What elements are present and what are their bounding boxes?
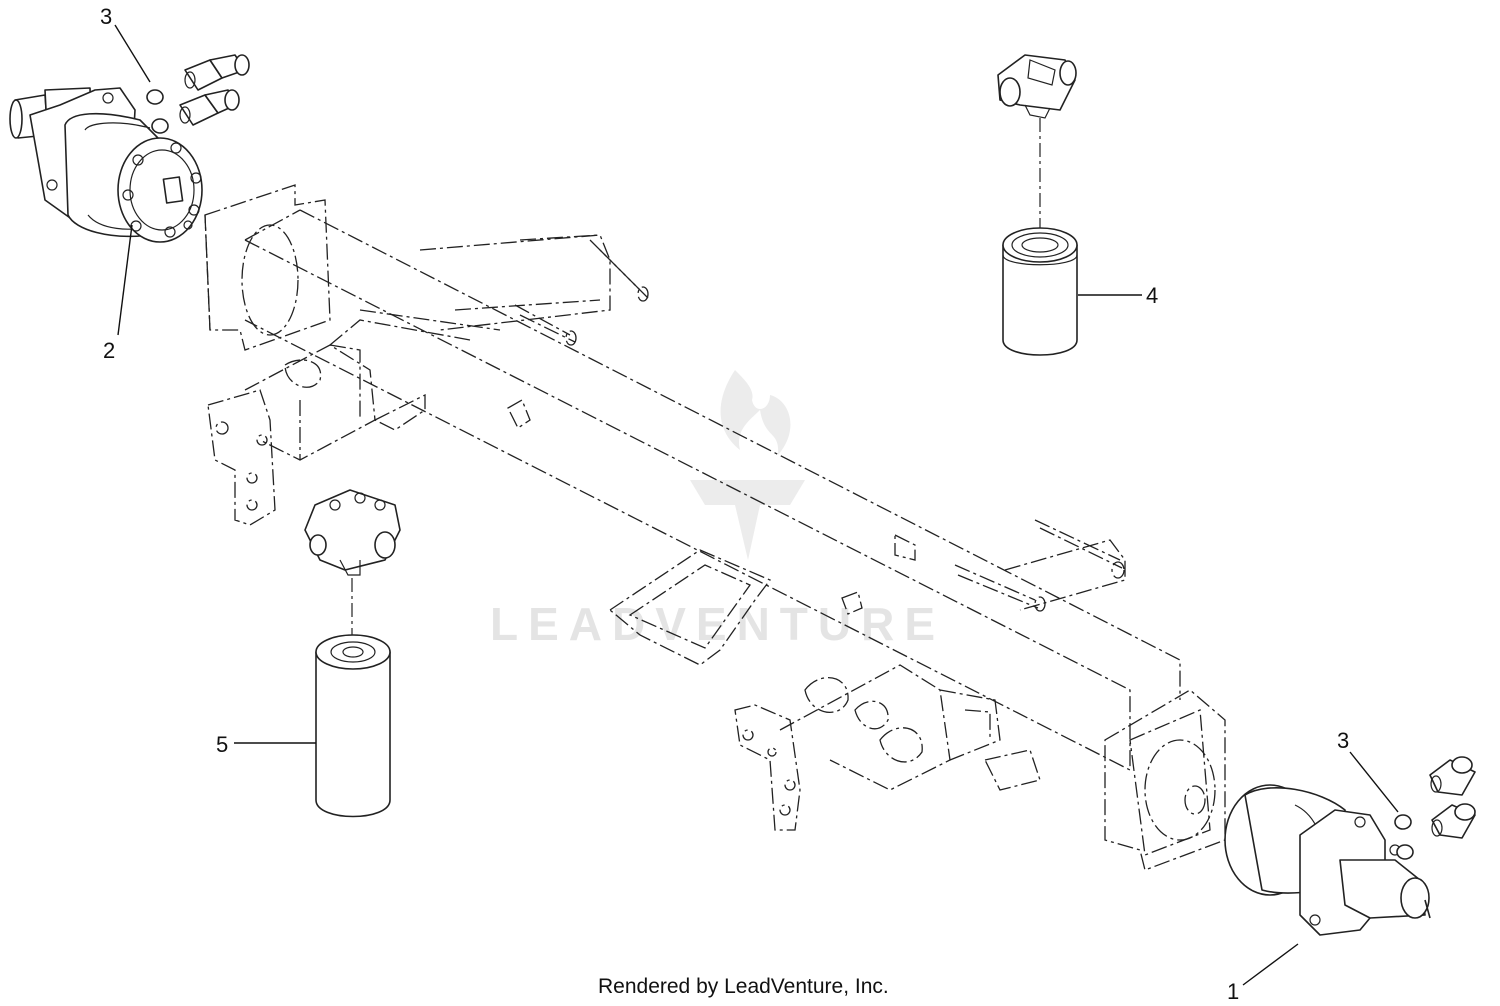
wheel-motor-right[interactable]	[1224, 784, 1431, 936]
wheel-motor-left[interactable]	[9, 87, 203, 243]
leader-lines	[114, 24, 1399, 986]
fitting-elbow-right[interactable]	[1429, 756, 1476, 839]
callout-4: 4	[1146, 283, 1158, 308]
filter-upper[interactable]	[1002, 227, 1078, 356]
chassis-frame	[204, 184, 1226, 871]
watermark: LEADVENTURE	[490, 370, 945, 650]
filter-head-lower[interactable]	[304, 489, 401, 576]
filter-head-upper[interactable]	[997, 54, 1077, 119]
watermark-text: LEADVENTURE	[490, 598, 945, 650]
callout-3-right: 3	[1337, 728, 1349, 753]
filter-lower[interactable]	[315, 634, 391, 818]
callout-5: 5	[216, 732, 228, 757]
callout-3-left: 3	[100, 4, 112, 29]
o-ring-left[interactable]	[146, 89, 169, 134]
o-ring-right[interactable]	[1394, 814, 1414, 860]
callout-2: 2	[103, 338, 115, 363]
fitting-elbow-left[interactable]	[179, 54, 250, 126]
callout-1: 1	[1227, 979, 1239, 1004]
footer-credit: Rendered by LeadVenture, Inc.	[598, 975, 889, 998]
